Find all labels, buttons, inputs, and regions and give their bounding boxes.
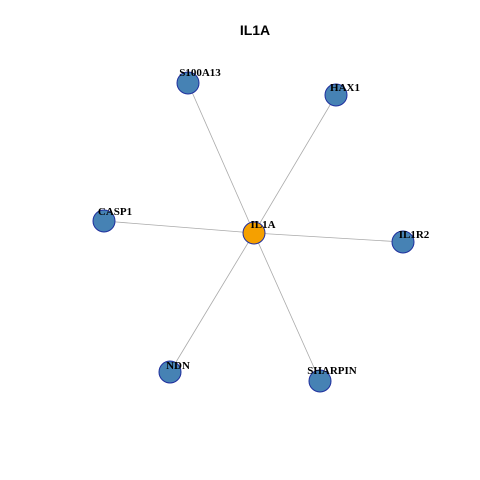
edge-il1a-ndn — [169, 232, 255, 373]
label-s100a13: S100A13 — [179, 67, 221, 79]
graph-title: IL1A — [240, 22, 270, 38]
label-il1a: IL1A — [250, 219, 275, 231]
edge-il1a-hax1 — [253, 94, 337, 234]
label-hax1: HAX1 — [330, 82, 360, 94]
node-s100a13 — [176, 71, 200, 95]
labels-layer: S100A13 HAX1 CASP1 IL1A IL1R2 NDN SHARPI… — [98, 67, 430, 377]
edge-il1a-sharpin — [253, 232, 321, 382]
label-ndn: NDN — [166, 360, 190, 372]
edge-il1a-casp1 — [103, 220, 255, 234]
nodes-layer — [92, 71, 415, 393]
node-hax1 — [324, 83, 348, 107]
label-il1r2: IL1R2 — [399, 229, 430, 241]
label-casp1: CASP1 — [98, 206, 132, 218]
node-ndn — [158, 360, 182, 384]
edge-il1a-il1r2 — [253, 232, 404, 243]
node-il1r2 — [391, 230, 415, 254]
edge-il1a-s100a13 — [187, 82, 255, 234]
node-il1a — [242, 221, 266, 245]
node-casp1 — [92, 209, 116, 233]
node-sharpin — [308, 369, 332, 393]
edges-layer — [103, 82, 404, 382]
label-sharpin: SHARPIN — [307, 365, 357, 377]
